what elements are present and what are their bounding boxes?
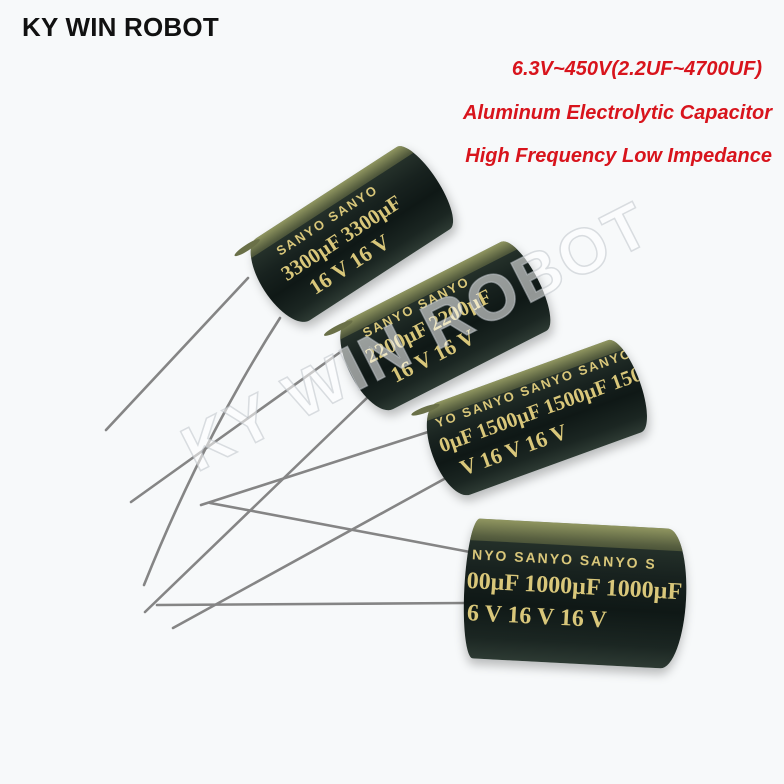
brand-title: KY WIN ROBOT xyxy=(22,12,219,42)
lead-wire xyxy=(104,276,250,432)
capacitor-brand: NYO SANYO SANYO S xyxy=(471,546,658,572)
lead-wire xyxy=(199,430,430,507)
lead-wire xyxy=(208,501,472,554)
spec-voltage-range: 6.3V~450V(2.2UF~4700UF) xyxy=(511,58,762,80)
lead-wire xyxy=(129,346,348,504)
spec-product-type: Aluminum Electrolytic Capacitor xyxy=(463,102,772,124)
lead-wire xyxy=(143,393,372,614)
lead-wire xyxy=(142,316,282,587)
lead-wire xyxy=(171,476,448,630)
lead-wire xyxy=(155,601,468,607)
spec-feature: High Frequency Low Impedance xyxy=(465,145,772,167)
capacitor-voltage: 6 V 16 V 16 V xyxy=(466,600,608,634)
